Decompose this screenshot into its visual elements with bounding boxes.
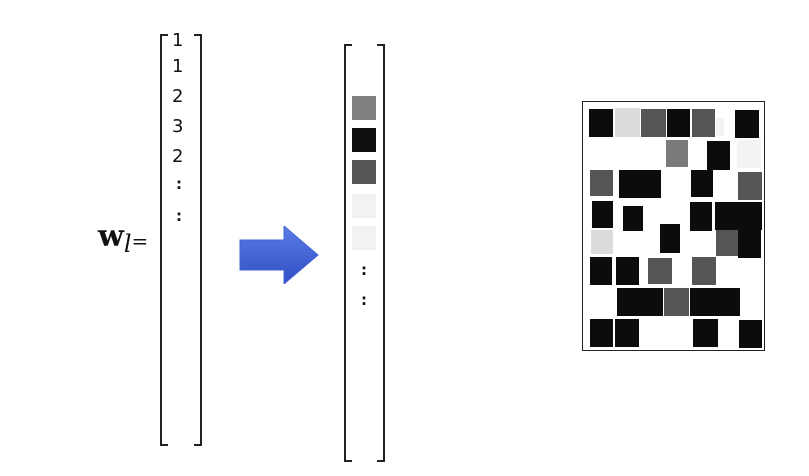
matrix-cell	[590, 257, 612, 285]
vector-ellipsis: :	[361, 291, 367, 309]
matrix-cell	[692, 257, 716, 285]
matrix-cell	[693, 319, 718, 347]
vector-value: 3	[172, 116, 184, 137]
vector-cell	[352, 128, 376, 152]
weight-matrix-grid	[582, 101, 765, 351]
matrix-cell	[640, 288, 663, 316]
matrix-cell	[615, 319, 639, 347]
matrix-cell	[615, 108, 640, 137]
matrix-cell	[735, 110, 759, 138]
middle-vector-right-bracket	[377, 44, 385, 462]
matrix-cell	[738, 172, 762, 200]
matrix-cell	[738, 202, 762, 230]
layer-subscript: l	[123, 230, 132, 258]
matrix-cell	[715, 202, 740, 230]
right-arrow-icon	[239, 226, 319, 284]
matrix-cell	[666, 140, 688, 167]
matrix-cell	[690, 288, 715, 316]
matrix-cell	[589, 109, 613, 137]
matrix-cell	[590, 170, 613, 196]
left-vector-left-bracket	[160, 34, 168, 446]
vector-ellipsis: :	[176, 207, 182, 225]
matrix-cell	[715, 288, 740, 316]
matrix-cell	[691, 170, 713, 197]
matrix-cell	[738, 230, 761, 258]
matrix-cell	[617, 288, 640, 316]
matrix-cell	[590, 319, 613, 347]
matrix-cell	[592, 201, 613, 228]
matrix-cell	[616, 257, 639, 285]
equals-sign: =	[131, 229, 149, 253]
matrix-cell	[690, 202, 712, 231]
vector-value: 2	[172, 86, 184, 107]
middle-vector-left-bracket	[344, 44, 352, 462]
vector-cell	[352, 194, 376, 218]
matrix-cell	[692, 109, 715, 137]
matrix-cell	[667, 109, 690, 137]
matrix-cell	[623, 206, 643, 231]
matrix-cell	[660, 224, 680, 253]
matrix-cell	[664, 288, 689, 316]
vector-cell	[352, 160, 376, 184]
matrix-cell	[716, 118, 724, 136]
left-vector-right-bracket	[194, 34, 202, 446]
vector-value: 2	[172, 146, 184, 167]
vector-ellipsis: :	[176, 175, 182, 193]
vector-value: 1	[172, 56, 184, 77]
matrix-cell	[737, 140, 761, 168]
vector-cell	[352, 226, 376, 250]
vector-cell	[352, 96, 376, 120]
matrix-cell	[619, 170, 661, 198]
matrix-cell	[641, 109, 666, 137]
vector-ellipsis: :	[361, 261, 367, 279]
matrix-cell	[648, 258, 672, 284]
weight-vector-label: wl=	[98, 219, 149, 259]
matrix-cell	[739, 320, 762, 348]
matrix-cell	[591, 230, 613, 254]
matrix-cell	[707, 141, 730, 170]
vector-value: 1	[172, 30, 184, 51]
matrix-cell	[716, 230, 738, 256]
weight-symbol: w	[98, 219, 124, 254]
